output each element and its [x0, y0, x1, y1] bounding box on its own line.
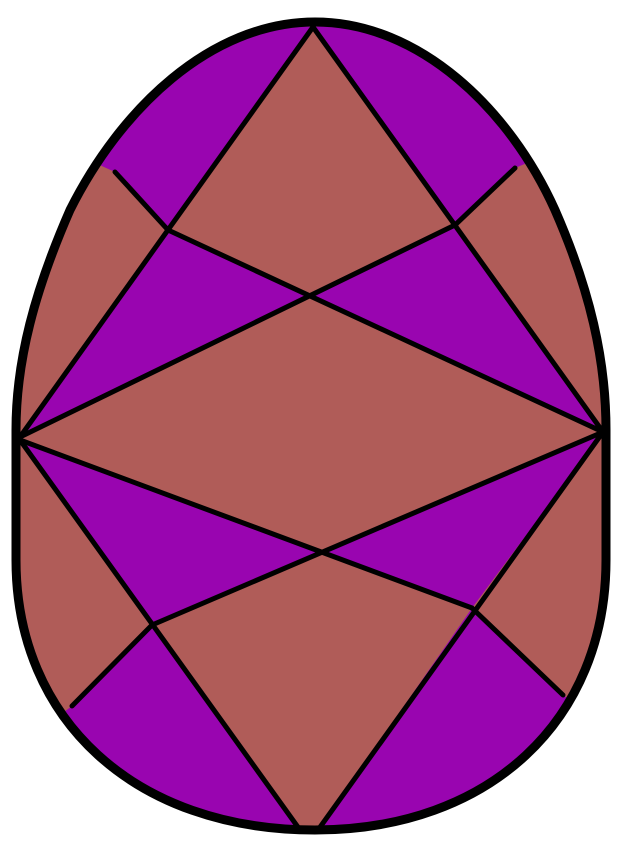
upper-right-purple-panel — [310, 225, 603, 432]
egg-lines — [17, 24, 606, 830]
egg-outline — [11, 17, 611, 835]
line-lower-left-diag — [69, 622, 155, 709]
line-top-to-right — [310, 24, 606, 435]
line-left-to-lower-right — [17, 437, 475, 611]
line-right-to-bottom — [315, 429, 606, 830]
line-upper-right-to-left — [17, 222, 458, 440]
lower-right-purple-panel — [322, 432, 603, 608]
line-upper-left-to-right — [165, 227, 606, 435]
upper-left-purple-panel — [20, 230, 310, 435]
line-lower-right-diag — [469, 605, 566, 698]
line-upper-left-diag — [112, 169, 171, 233]
line-left-to-bottom — [17, 437, 303, 830]
line-upper-right-diag — [452, 165, 518, 228]
line-right-to-lower-left — [149, 429, 606, 628]
lower-left-purple-panel — [20, 440, 322, 625]
